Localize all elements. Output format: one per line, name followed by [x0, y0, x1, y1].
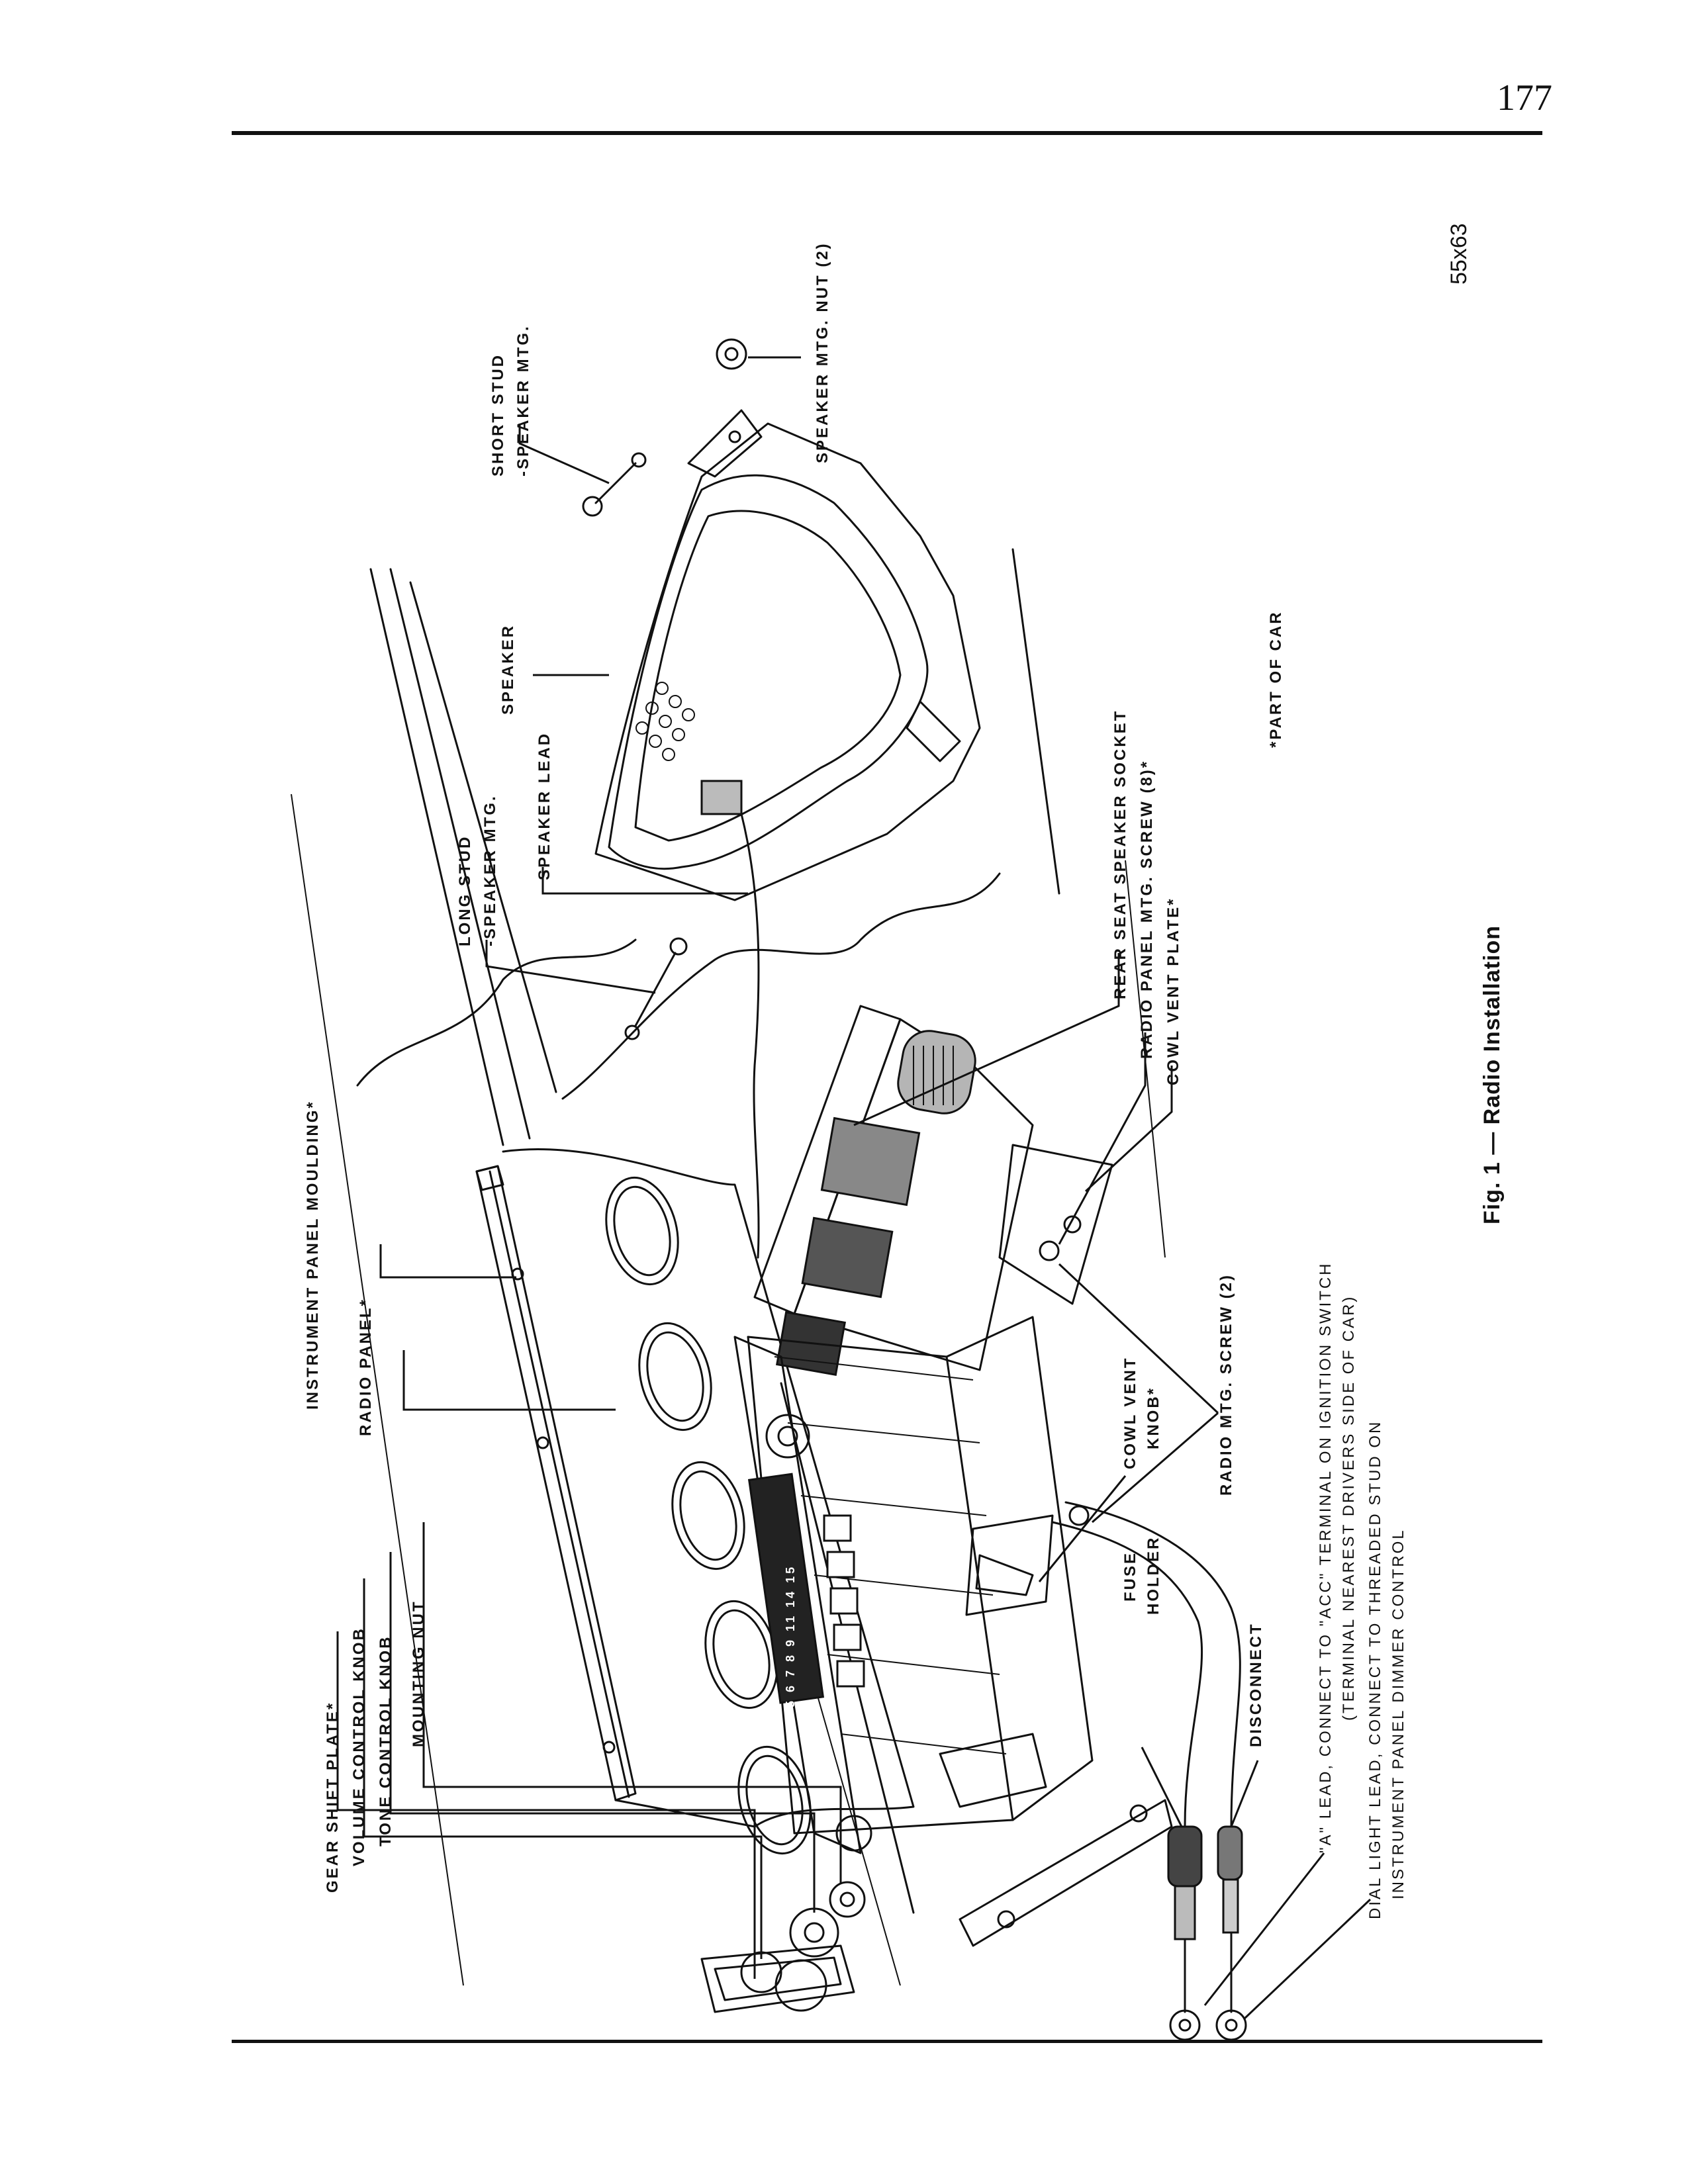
- callout-radio-panel: RADIO PANEL*: [357, 1298, 375, 1436]
- callout-cowl-vent-plate: COWL VENT PLATE*: [1164, 897, 1182, 1085]
- hardware: [582, 338, 1173, 2013]
- callout-short-stud-line-1: SHORT STUD: [489, 353, 507, 477]
- callout-gear-shift-plate: GEAR SHIFT PLATE*: [324, 1702, 342, 1893]
- page-number: 177: [1497, 77, 1552, 118]
- callout-fuse-holder-line-2: HOLDER: [1145, 1536, 1162, 1615]
- note-a-lead-line-1: "A" LEAD, CONNECT TO "ACC" TERMINAL ON I…: [1317, 1262, 1335, 1854]
- illustration: 5 6 7 8 9 11 14 15: [291, 338, 1247, 2041]
- radio-panel: [502, 1148, 915, 1855]
- callout-radio-panel-mtg-screw: RADIO PANEL MTG. SCREW (8)*: [1138, 760, 1156, 1059]
- callout-fuse-holder-line-1: FUSE: [1121, 1551, 1139, 1602]
- callouts: GEAR SHIFT PLATE* VOLUME CONTROL KNOB TO…: [304, 242, 1407, 1919]
- callout-long-stud-line-1: LONG STUD: [456, 835, 474, 946]
- note-a-lead-line-2: (TERMINAL NEAREST DRIVERS SIDE OF CAR): [1340, 1295, 1358, 1721]
- callout-volume-control-knob: VOLUME CONTROL KNOB: [350, 1627, 368, 1866]
- figure-caption: Fig. 1 — Radio Installation: [1479, 925, 1505, 1224]
- leader-lines: [336, 356, 1372, 2020]
- dial-scale: 5 6 7 8 9 11 14 15: [784, 1565, 797, 1707]
- callout-long-stud-line-2: -SPEAKER MTG.: [481, 794, 499, 946]
- car-body-lines: [291, 548, 1166, 1986]
- instrument-panel-moulding: [475, 1165, 637, 1801]
- drawing-code: 55x63: [1446, 223, 1472, 285]
- callout-cowl-vent-knob-line-1: COWL VENT: [1121, 1356, 1139, 1469]
- callout-short-stud-line-2: -SPEAKER MTG.: [514, 324, 532, 477]
- callout-mounting-nut: MOUNTING NUT: [410, 1600, 428, 1747]
- callout-speaker-mtg-nut: SPEAKER MTG. NUT (2): [814, 242, 831, 463]
- callout-tone-control-knob: TONE CONTROL KNOB: [377, 1635, 395, 1846]
- footnote-part-of-car: *PART OF CAR: [1267, 610, 1285, 748]
- note-dial-light-line-2: INSTRUMENT PANEL DIMMER CONTROL: [1389, 1528, 1407, 1899]
- wiring: [1051, 1501, 1247, 2041]
- callout-radio-mtg-screw: RADIO MTG. SCREW (2): [1217, 1273, 1235, 1496]
- radio-unit: 5 6 7 8 9 11 14 15: [733, 1005, 1113, 1854]
- callout-speaker-lead: SPEAKER LEAD: [536, 732, 553, 880]
- top-rule: [232, 131, 1542, 135]
- speaker-cone-holes: [635, 682, 695, 761]
- callout-speaker: SPEAKER: [499, 624, 517, 715]
- callout-rear-seat-speaker-socket: REAR SEAT SPEAKER SOCKET: [1111, 709, 1129, 999]
- note-dial-light-line-1: DIAL LIGHT LEAD, CONNECT TO THREADED STU…: [1366, 1420, 1384, 1919]
- callout-instrument-panel-moulding: INSTRUMENT PANEL MOULDING*: [304, 1100, 322, 1410]
- callout-cowl-vent-knob-line-2: KNOB*: [1145, 1387, 1162, 1449]
- bottom-rule: [232, 2040, 1542, 2043]
- speaker-assembly: [594, 409, 981, 1259]
- callout-disconnect: DISCONNECT: [1247, 1622, 1265, 1747]
